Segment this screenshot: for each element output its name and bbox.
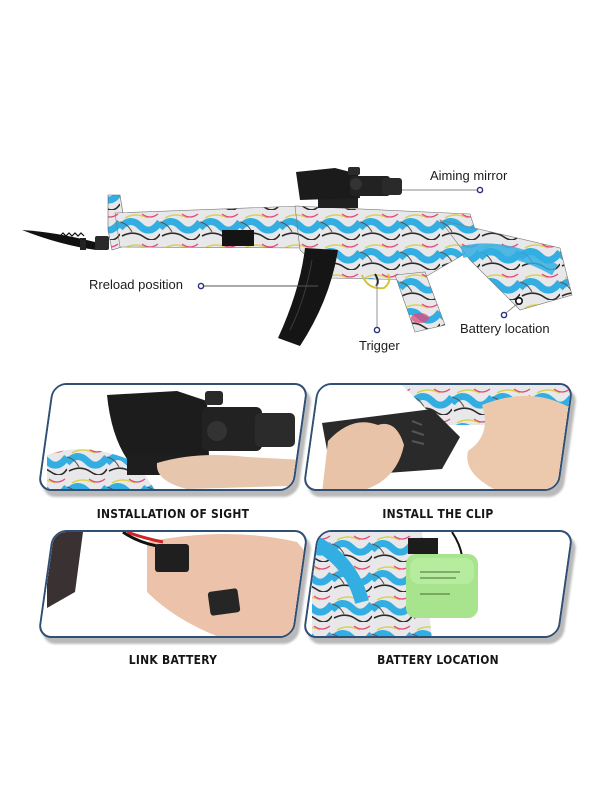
step-caption-installation-of-sight: INSTALLATION OF SIGHT	[96, 506, 250, 521]
rifle-illustration	[22, 167, 573, 346]
callout-trigger: Trigger	[359, 338, 400, 353]
callout-battery-marker	[500, 297, 523, 319]
callout-aiming-mirror: Aiming mirror	[430, 168, 508, 183]
product-hero: Aiming mirror Rreload position Trigger B…	[0, 150, 600, 370]
callout-trigger-marker	[373, 284, 381, 334]
callout-reload-marker	[197, 282, 318, 290]
step-card-installation-of-sight	[37, 383, 313, 497]
step-caption-battery-location: BATTERY LOCATION	[377, 652, 499, 667]
step-caption-link-battery: LINK BATTERY	[128, 652, 218, 667]
callout-reload-position: Rreload position	[89, 277, 183, 292]
clip-install-photo	[302, 385, 574, 491]
scope-install-photo	[37, 385, 309, 491]
step-card-link-battery	[37, 530, 313, 644]
step-card-battery-location	[302, 530, 578, 644]
step-caption-install-the-clip: INSTALL THE CLIP	[382, 506, 494, 521]
link-battery-photo	[37, 530, 309, 638]
scope	[296, 167, 402, 200]
battery-location-photo	[302, 531, 574, 638]
magazine	[278, 248, 338, 346]
callout-aiming-mirror-marker	[402, 186, 484, 194]
bayonet	[22, 230, 109, 250]
step-card-install-the-clip	[302, 383, 578, 497]
callout-battery-location: Battery location	[460, 321, 550, 336]
